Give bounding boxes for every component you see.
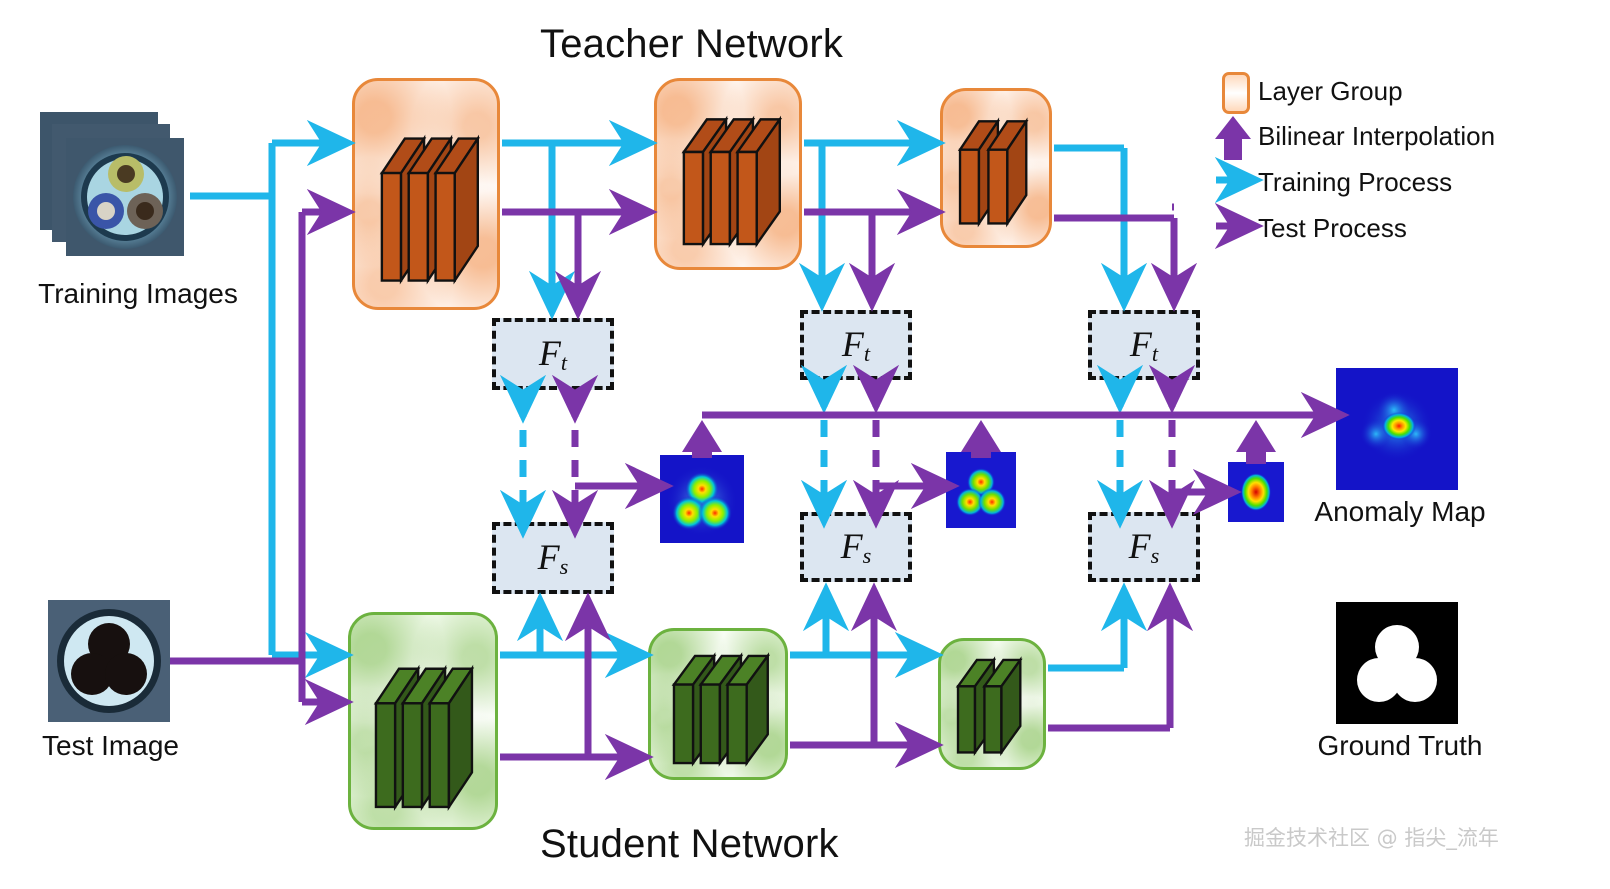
legend-label-training: Training Process	[1258, 167, 1453, 197]
feature-box-teacher-2: Ft	[800, 310, 912, 380]
feature-label: Fs	[840, 526, 872, 568]
watermark: 掘金技术社区 @ 指尖_流年	[1244, 826, 1499, 850]
feature-label: Ft	[538, 333, 568, 375]
student-layer-group-2	[648, 628, 788, 780]
teacher-layer-group-1	[352, 78, 500, 310]
student-network-title: Student Network	[540, 822, 839, 866]
teacher-network-title: Teacher Network	[540, 22, 844, 66]
feature-label: Ft	[841, 324, 871, 366]
teacher-layer-group-3	[940, 88, 1052, 248]
intermediate-anomaly-map-3	[1228, 462, 1284, 522]
feature-label: Fs	[1128, 526, 1160, 568]
test-image-caption: Test Image	[42, 730, 179, 761]
feature-box-teacher-3: Ft	[1088, 310, 1200, 380]
legend-label-test: Test Process	[1258, 213, 1407, 243]
feature-box-teacher-1: Ft	[492, 318, 614, 390]
intermediate-anomaly-map-1	[660, 455, 744, 543]
anomaly-map-image	[1336, 368, 1458, 490]
feature-box-student-3: Fs	[1088, 512, 1200, 582]
student-layer-group-3	[938, 638, 1046, 770]
layer-group-swatch-icon	[1222, 72, 1250, 114]
feature-box-student-1: Fs	[492, 522, 614, 594]
student-layer-group-1	[348, 612, 498, 830]
feature-label: Fs	[537, 537, 569, 579]
legend-label-layer-group: Layer Group	[1258, 76, 1403, 106]
ground-truth-image	[1336, 602, 1458, 724]
feature-box-student-2: Fs	[800, 512, 912, 582]
training-images-caption: Training Images	[38, 278, 238, 309]
training-images-thumbnail	[40, 112, 190, 262]
teacher-layer-group-2	[654, 78, 802, 270]
test-image-thumbnail	[48, 600, 170, 722]
legend-label-bilinear: Bilinear Interpolation	[1258, 121, 1496, 151]
ground-truth-caption: Ground Truth	[1317, 730, 1483, 761]
intermediate-anomaly-map-2	[946, 452, 1016, 528]
feature-label: Ft	[1129, 324, 1159, 366]
anomaly-map-caption: Anomaly Map	[1314, 496, 1486, 527]
